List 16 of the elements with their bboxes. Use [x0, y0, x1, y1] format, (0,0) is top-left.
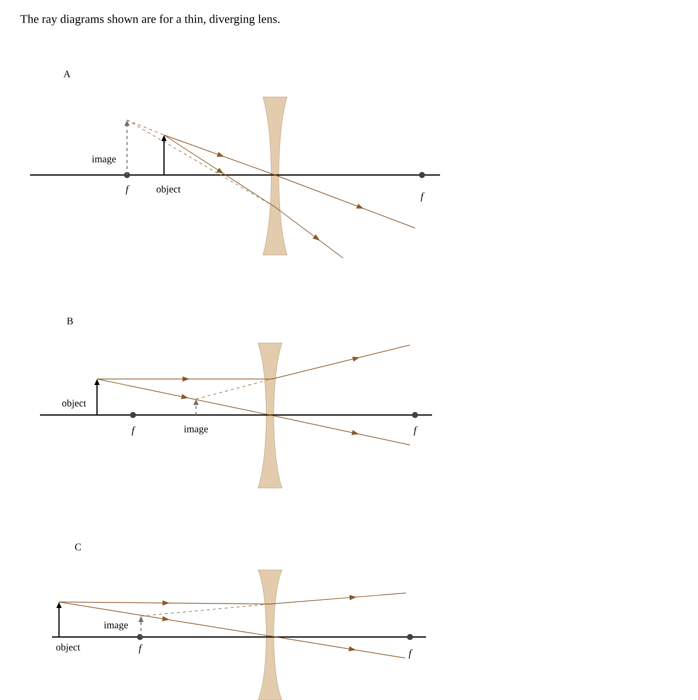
focal-point-label: f	[414, 426, 418, 436]
focal-point-label: f	[132, 426, 136, 436]
image-label: image	[184, 426, 208, 434]
focal-point-label: f	[420, 192, 425, 202]
focal-point-label: f	[138, 644, 143, 654]
title: The ray diagrams shown are for a thin, diverging lens.	[20, 14, 280, 26]
panel-letter: B	[66, 318, 73, 324]
focal-point-label: f	[126, 185, 130, 195]
focal-point-label: f	[408, 649, 413, 659]
panel-letter: A	[63, 70, 71, 78]
panel-letter: C	[75, 544, 81, 550]
image-label: image	[92, 156, 116, 164]
object-label: object	[56, 643, 80, 653]
object-label: object	[156, 185, 181, 195]
image-label: image	[104, 622, 128, 630]
object-label: object	[62, 399, 86, 409]
